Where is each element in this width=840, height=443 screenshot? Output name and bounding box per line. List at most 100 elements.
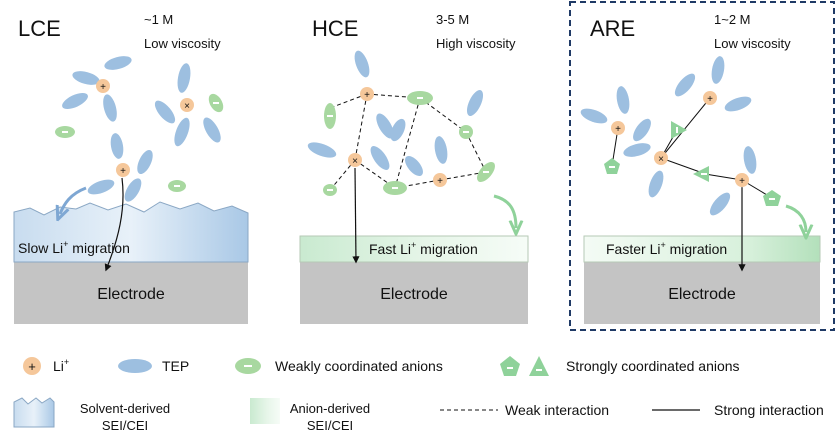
legend-anion-sei: Anion-derived SEI/CEI	[250, 398, 370, 433]
li-ion	[611, 121, 625, 135]
li-ion	[433, 173, 447, 187]
tep-molecule	[354, 50, 370, 78]
li-ion	[96, 79, 110, 93]
panel-are: ARE 1~2 M Low viscosity Electrode Faster…	[569, 1, 835, 331]
strong-anion-triangle	[671, 121, 687, 139]
tep-molecule	[674, 73, 696, 97]
legend-strong-anions: Strongly coordinated anions	[500, 356, 740, 376]
svg-text:+: +	[615, 124, 621, 135]
solvent-derived-sei-layer	[13, 201, 249, 263]
svg-text:+: +	[739, 176, 745, 187]
tep-molecule	[434, 136, 448, 164]
tep-molecule	[648, 170, 664, 198]
solvation-cluster: ×	[154, 63, 224, 147]
tep-molecule	[709, 192, 731, 216]
tep-molecule	[203, 117, 221, 143]
tep-molecule	[370, 146, 390, 170]
svg-text:×: ×	[352, 156, 358, 167]
li-ion	[654, 151, 668, 165]
anion-sei-swatch	[250, 398, 280, 424]
legend-tep: TEP	[118, 358, 189, 374]
svg-text:+: +	[100, 82, 106, 93]
electrode-block	[14, 262, 248, 324]
tep-molecule	[174, 117, 190, 147]
concentration-label: 1~2 M	[714, 12, 751, 27]
tep-molecule	[466, 90, 484, 116]
legend-solvent-sei: Solvent-derived SEI/CEI	[13, 397, 170, 433]
legend-label: Li+	[53, 357, 69, 374]
decomposition-arrow	[493, 194, 516, 228]
tep-molecule	[177, 63, 191, 93]
legend-label: Weakly coordinated anions	[275, 358, 443, 374]
legend-weak-anions: Weakly coordinated anions	[235, 358, 443, 374]
anion-derived-sei-layer	[583, 235, 821, 263]
viscosity-label: Low viscosity	[714, 36, 791, 51]
migration-label: Faster Li+ migration	[606, 240, 727, 257]
tep-molecule	[616, 86, 630, 114]
concentration-label: 3-5 M	[436, 12, 469, 27]
concentration-label: ~1 M	[144, 12, 173, 27]
panel-title: HCE	[312, 16, 358, 41]
li-migration-arrow	[104, 177, 124, 272]
migration-label: Fast Li+ migration	[369, 240, 478, 257]
tep-molecule	[307, 142, 337, 158]
panel-title: ARE	[590, 16, 635, 41]
legend-label: Strong interaction	[714, 402, 824, 418]
svg-text:×: ×	[658, 154, 664, 165]
li-ion-swatch	[23, 357, 41, 375]
highlight-box	[569, 1, 835, 331]
legend-li-ion: + Li+	[23, 357, 69, 375]
svg-text:+: +	[437, 176, 443, 187]
panel-hce: HCE 3-5 M High viscosity Electrode Fast …	[299, 12, 529, 324]
tep-molecule	[580, 108, 608, 124]
solvation-cluster: +	[87, 133, 153, 202]
weak-interaction-network	[329, 93, 487, 191]
electrode-label: Electrode	[97, 286, 165, 303]
tep-molecule	[405, 156, 423, 176]
tep-molecule	[390, 118, 406, 142]
tep-molecule	[154, 100, 176, 124]
tep-molecule	[104, 56, 132, 70]
pentagon-swatch	[500, 356, 520, 376]
legend-label: Anion-derived	[290, 401, 370, 416]
electrode-label: Electrode	[668, 286, 736, 303]
legend-label: Solvent-derived	[80, 401, 170, 416]
li-ion	[703, 91, 717, 105]
tep-molecule	[633, 118, 651, 142]
legend-label: Weak interaction	[505, 402, 609, 418]
viscosity-label: High viscosity	[436, 36, 516, 51]
solvation-cluster: +	[62, 56, 132, 122]
anion-derived-sei-layer	[299, 235, 529, 263]
solvent-sei-swatch	[13, 397, 55, 428]
tep-molecule	[137, 149, 153, 175]
li-ion	[348, 153, 362, 167]
tep-molecule	[103, 94, 117, 122]
li-migration-arrow	[352, 167, 360, 264]
li-ion	[116, 163, 130, 177]
legend-label: Strongly coordinated anions	[566, 358, 740, 374]
tep-swatch	[118, 359, 152, 373]
legend-weak-interaction: Weak interaction	[440, 402, 609, 418]
tep-molecule	[110, 133, 124, 159]
li-ion	[360, 87, 374, 101]
migration-label: Slow Li+ migration	[18, 239, 130, 256]
electrode-label: Electrode	[380, 286, 448, 303]
tep-molecule	[743, 146, 757, 174]
legend-label: SEI/CEI	[307, 418, 353, 433]
tep-molecule	[124, 178, 142, 202]
svg-text:+: +	[120, 166, 126, 177]
legend: + Li+ TEP Weakly coordinated anions Stro…	[13, 356, 824, 433]
triangle-swatch	[529, 356, 549, 376]
li-ion	[735, 173, 749, 187]
decomposition-arrow	[785, 204, 806, 232]
tep-molecule	[623, 143, 651, 157]
tep-molecule	[62, 92, 88, 110]
li-ion	[180, 98, 194, 112]
tep-molecule	[376, 113, 394, 139]
svg-text:×: ×	[184, 101, 190, 112]
panel-lce: LCE ~1 M Low viscosity Electrode Slow Li…	[13, 12, 249, 324]
tep-molecule	[87, 179, 115, 195]
svg-text:+: +	[364, 90, 370, 101]
electrode-block	[584, 262, 820, 324]
